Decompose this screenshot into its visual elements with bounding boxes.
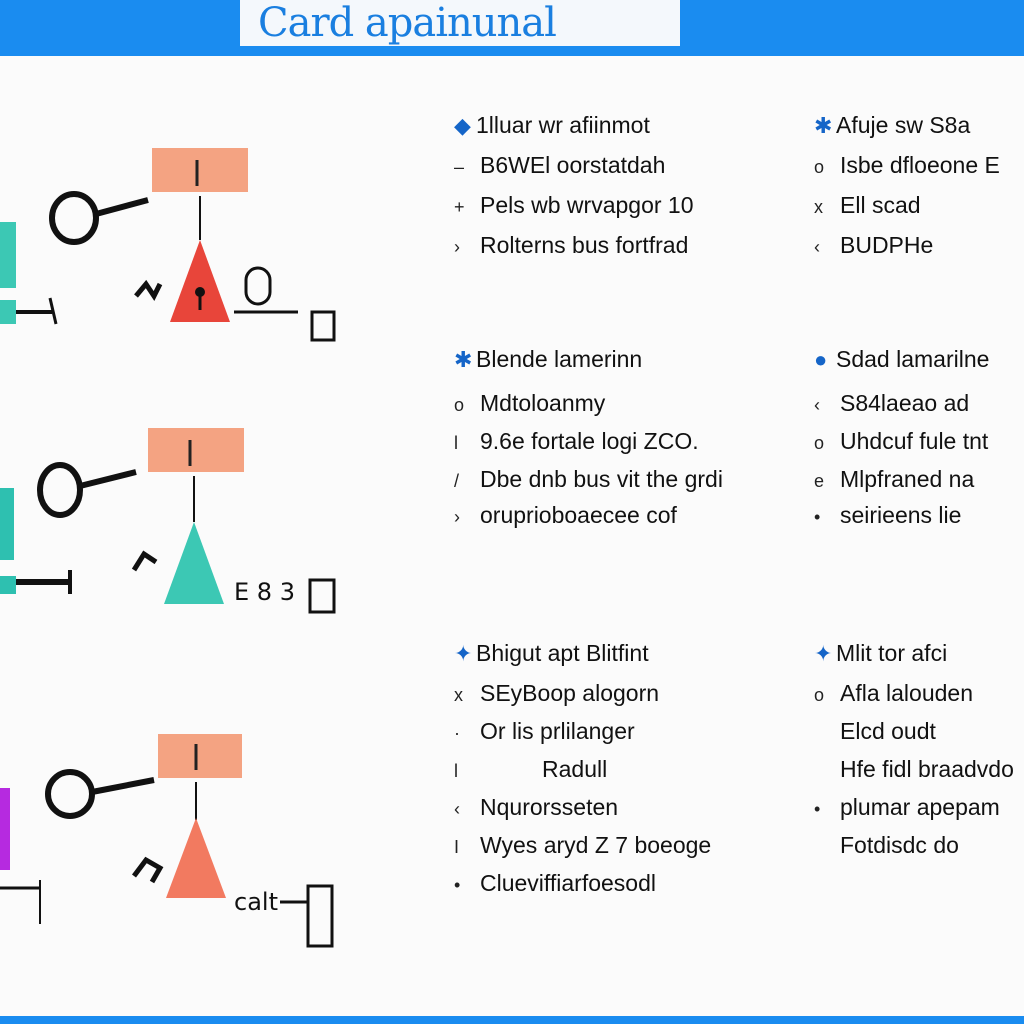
ring-icon: [45, 769, 95, 819]
diagram-3: [0, 734, 334, 948]
list-item: ·Or lis prlilanger: [454, 714, 784, 748]
bullet-icon: /: [454, 471, 460, 491]
hook-icon: [132, 856, 164, 884]
accent-bar: [0, 222, 16, 288]
bullet-icon: x: [454, 685, 463, 705]
bullet-icon: l: [454, 433, 458, 453]
accent-strip: [0, 300, 16, 324]
pin-icon: ✦: [454, 641, 473, 666]
diagram-3-label: calt: [234, 888, 278, 916]
diagram-2-label: E 8 3: [234, 578, 295, 606]
box-node: [158, 734, 242, 778]
accent-bar: [0, 788, 10, 870]
bullet-icon: •: [814, 799, 821, 819]
glyph-mark: [308, 578, 336, 614]
diagram-1: [0, 148, 336, 342]
list-item: •seirieens lie: [814, 498, 1024, 532]
bullet-icon: l: [454, 761, 458, 781]
bullet-icon: –: [454, 157, 465, 177]
list-item: Elcd oudt: [840, 718, 936, 744]
list-item: ‹S84laeao ad: [814, 386, 1024, 420]
title-panel: [240, 0, 680, 46]
circle-icon: ●: [814, 347, 828, 372]
list-item: ›oruprioboaecee cof: [454, 498, 784, 532]
block-heading: ✱Blende lamerinn: [454, 344, 784, 374]
bullet-icon: ›: [454, 507, 460, 527]
list-item: ‹BUDPHe: [814, 228, 1024, 262]
hook-icon: [134, 279, 163, 301]
list-item: –B6WEl oorstatdah: [454, 148, 784, 182]
triangle-node: [166, 818, 226, 898]
box-node: [148, 428, 244, 472]
block-heading: ◆1lluar wr afiinmot: [454, 110, 784, 140]
pin-icon: ✦: [814, 641, 833, 666]
bullet-icon: ‹: [814, 395, 820, 415]
hook-icon: [131, 550, 158, 572]
list-item: /Dbe dnb bus vit the grdi: [454, 462, 784, 496]
capsule-icon: [244, 266, 272, 306]
accent-bar: [0, 488, 14, 560]
block-heading: ✦Mlit tor afci: [814, 638, 1024, 668]
diamond-icon: ◆: [454, 113, 471, 138]
list-item: Hfe fidl braadvdo: [840, 756, 1014, 782]
bullet-icon: ‹: [814, 237, 820, 257]
bullet-icon: x: [814, 197, 823, 217]
glyph-mark: [306, 884, 334, 948]
accent-strip: [0, 576, 16, 594]
text-column-left: ◆1lluar wr afiinmot –B6WEl oorstatdah +P…: [454, 110, 784, 910]
ring-icon: [49, 191, 99, 245]
block-heading: ✱Afuje sw S8a: [814, 110, 1024, 140]
bullet-icon: ·: [454, 723, 460, 743]
list-item: •plumar apepam: [814, 790, 1024, 824]
accent-tick: [48, 297, 58, 325]
ring-handle: [91, 777, 155, 795]
block-heading: ●Sdad lamarilne: [814, 344, 1024, 374]
bullet-icon: ‹: [454, 799, 460, 819]
list-item: •Clueviffiarfoesodl: [454, 866, 784, 900]
diagram-canvas: [0, 148, 336, 948]
star-icon: ✱: [814, 113, 833, 138]
list-item: Fotdisdc do: [840, 832, 959, 858]
bullet-icon: •: [454, 875, 461, 895]
page-title: Card apainunal: [258, 0, 557, 46]
list-item: +Pels wb wrvapgor 10: [454, 188, 784, 222]
list-item: ›Rolterns bus fortfrad: [454, 228, 784, 262]
star-icon: ✱: [454, 347, 473, 372]
glyph-mark: [310, 310, 336, 342]
block-heading: ✦Bhigut apt Blitfint: [454, 638, 784, 668]
diagram-2: [0, 428, 336, 614]
bullet-icon: ›: [454, 237, 460, 257]
ring-handle: [95, 197, 149, 217]
bullet-icon: o: [814, 157, 825, 177]
ring-handle: [79, 469, 137, 489]
bullet-icon: o: [814, 685, 825, 705]
triangle-node: [170, 240, 230, 322]
bullet-icon: •: [814, 507, 821, 527]
bullet-icon: o: [454, 395, 465, 415]
box-node: [152, 148, 248, 192]
ring-icon: [37, 462, 83, 518]
footer-bar: [0, 1016, 1024, 1024]
list-item: ‹Nqurorsseten: [454, 790, 784, 824]
bullet-icon: I: [454, 837, 460, 857]
bullet-icon: e: [814, 471, 825, 491]
bullet-icon: o: [814, 433, 825, 453]
bullet-icon: +: [454, 197, 465, 217]
triangle-node: [164, 522, 224, 604]
